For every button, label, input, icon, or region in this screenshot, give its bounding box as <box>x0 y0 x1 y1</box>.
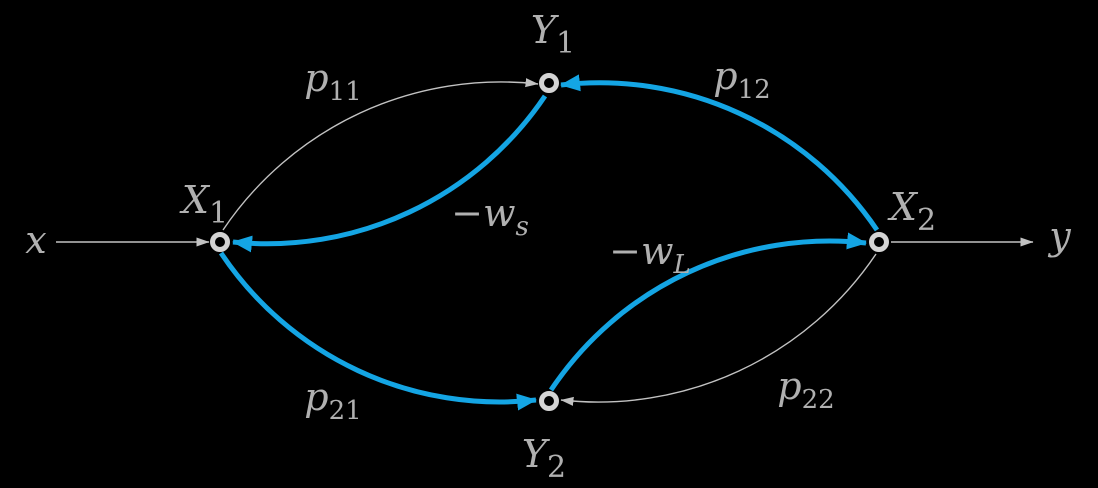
edge-p12-x2-to-y1 <box>560 74 880 232</box>
node-label-x2: X2 <box>887 185 936 238</box>
edge-p22-x2-to-y2 <box>560 253 877 406</box>
node-x1 <box>210 232 230 252</box>
edge-label-p22: p22 <box>777 364 834 415</box>
node-label-y1: Y1 <box>531 8 575 61</box>
edge-ws-y1-to-x1 <box>232 94 548 253</box>
edge-label-ws: −ws <box>451 191 529 242</box>
node-y2 <box>539 391 559 411</box>
edge-label-p21: p21 <box>304 375 361 426</box>
edge-p21-x1-to-y2 <box>218 251 537 411</box>
edge-wl-y2-to-x2 <box>548 232 867 392</box>
edge-label-p12: p12 <box>713 54 770 105</box>
output-terminal-label: y <box>1047 214 1071 258</box>
node-x2 <box>869 232 889 252</box>
edge-label-wl: −wL <box>609 229 691 280</box>
node-label-x1: X1 <box>179 178 228 231</box>
node-y1 <box>539 73 559 93</box>
node-label-y2: Y2 <box>522 432 566 485</box>
input-terminal-label: x <box>25 218 46 262</box>
edge-p11-x1-to-y1 <box>222 78 539 231</box>
edge-label-p11: p11 <box>304 56 361 107</box>
